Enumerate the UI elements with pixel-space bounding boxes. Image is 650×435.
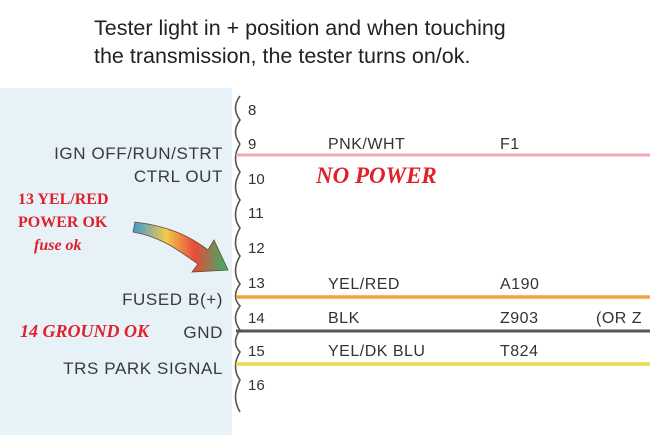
pin-number: 9 (248, 136, 257, 153)
caption-line-1: Tester light in + position and when touc… (94, 16, 506, 40)
caption: Tester light in + position and when touc… (94, 14, 634, 70)
label-ign-off-run-strt: IGN OFF/RUN/STRT (54, 144, 223, 163)
pin-number: 16 (248, 377, 265, 394)
pin-number: 14 (248, 310, 265, 327)
wire-color-pin-15: YEL/DK BLU (328, 343, 426, 360)
connector-bracket (234, 95, 241, 145)
pin-number: 12 (248, 240, 265, 257)
label-gnd: GND (183, 323, 223, 342)
connector-label-panel (0, 88, 232, 435)
pin-number: 10 (248, 171, 265, 188)
no-power-note: NO POWER (316, 163, 437, 188)
wire-color-pin-13: YEL/RED (328, 276, 400, 293)
circuit-pin-14: Z903 (500, 310, 539, 327)
label-ctrl-out: CTRL OUT (133, 167, 223, 186)
label-trs-park-signal: TRS PARK SIGNAL (63, 359, 223, 378)
circuit-pin-15: T824 (500, 343, 539, 360)
circuit-pin-13: A190 (500, 276, 540, 293)
fuse-ok-note: fuse ok (34, 237, 82, 254)
circuit-note-pin-14: (OR Z (596, 310, 643, 327)
pin-number: 11 (248, 205, 264, 222)
curved-arrow-icon (132, 221, 229, 273)
pin-number: 15 (248, 343, 265, 360)
pin-number: 8 (248, 102, 257, 119)
caption-line-2: the transmission, the tester turns on/ok… (94, 44, 471, 68)
wire-color-pin-9: PNK/WHT (328, 136, 406, 153)
wire-color-pin-14: BLK (328, 310, 360, 327)
power-ok-note-line-2: POWER OK (18, 214, 108, 231)
label-fused-b-plus: FUSED B(+) (122, 290, 223, 309)
connector-bracket-lower (234, 143, 242, 413)
pin-number: 13 (248, 275, 265, 292)
ground-ok-note: 14 GROUND OK (20, 321, 150, 341)
power-ok-note-line-1: 13 YEL/RED (18, 191, 109, 208)
circuit-pin-9: F1 (500, 136, 520, 153)
